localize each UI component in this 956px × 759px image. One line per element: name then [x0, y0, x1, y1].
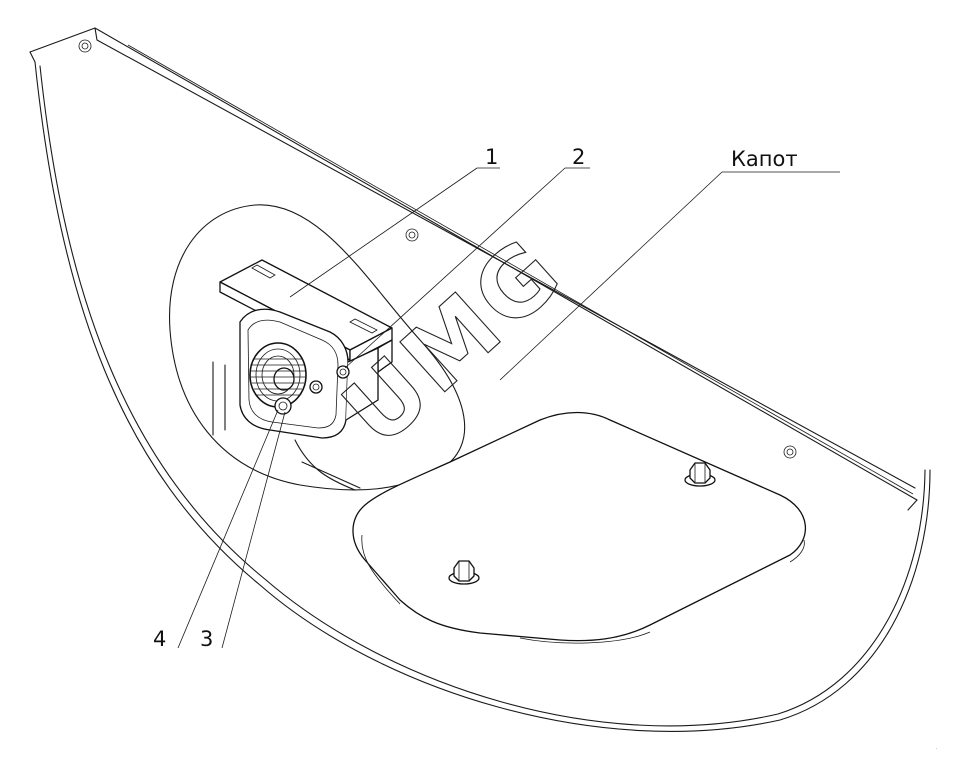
screw-bracket: [336, 365, 350, 379]
screw-side: [309, 380, 323, 394]
corner-mark: ·: [936, 746, 938, 752]
screw-front: [274, 397, 292, 415]
hood-panel: [29, 27, 931, 732]
callout-hood: Капот: [731, 147, 798, 171]
hex-bolt-icon: [448, 560, 480, 585]
leader-lines: [177, 167, 840, 649]
callout-1: 1: [485, 145, 498, 169]
callout-4: 4: [153, 627, 166, 651]
callout-3: 3: [200, 627, 213, 651]
callout-2: 2: [572, 145, 585, 169]
device-body: [212, 361, 361, 491]
access-cover-plate: [352, 411, 806, 644]
hex-bolt-icon: [684, 462, 716, 487]
detail-region: [168, 204, 466, 491]
